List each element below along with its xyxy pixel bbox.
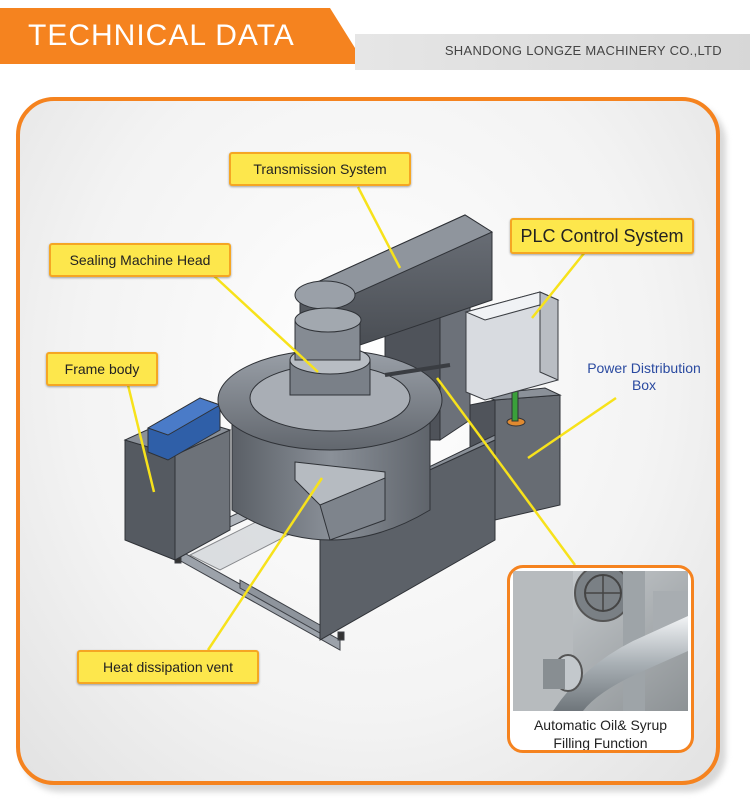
label-power-distribution-box: Power Distribution Box [580, 360, 708, 394]
inset-caption: Automatic Oil& Syrup Filling Function [510, 716, 691, 751]
company-name: SHANDONG LONGZE MACHINERY CO.,LTD [444, 43, 722, 58]
callout-label: Sealing Machine Head [69, 252, 211, 268]
callout-frame-body: Frame body [46, 352, 158, 386]
caption-line-1: Automatic Oil& Syrup [533, 717, 668, 733]
leader-sealing-head [212, 274, 319, 373]
callout-label: Heat dissipation vent [103, 659, 233, 675]
callout-heat-dissipation-vent: Heat dissipation vent [77, 650, 259, 684]
callout-label: Transmission System [253, 161, 387, 177]
callout-sealing-machine-head: Sealing Machine Head [49, 243, 231, 277]
leader-filling [435, 377, 577, 566]
caption-line-2: Filling Function [553, 735, 648, 751]
leader-transmission [356, 186, 402, 269]
plc-box [464, 291, 560, 401]
frame-body-box [123, 397, 232, 561]
leader-frame-body [126, 384, 156, 493]
header-banner [0, 8, 365, 64]
callout-plc-control-system: PLC Control System [510, 218, 694, 254]
filling-photo [513, 571, 688, 711]
callout-label: PLC Control System [520, 225, 684, 246]
callout-label: Frame body [64, 361, 140, 377]
leader-plc [531, 251, 586, 319]
filling-function-inset: Automatic Oil& Syrup Filling Function [507, 565, 694, 753]
callout-label: Power Distribution Box [587, 360, 701, 393]
leader-power-box [527, 396, 617, 460]
callout-transmission-system: Transmission System [229, 152, 411, 186]
leader-heat-vent [206, 477, 324, 651]
header-bar [355, 34, 750, 70]
page-title: TECHNICAL DATA [28, 19, 295, 52]
kettle [217, 307, 451, 541]
leader-lines [126, 186, 617, 651]
